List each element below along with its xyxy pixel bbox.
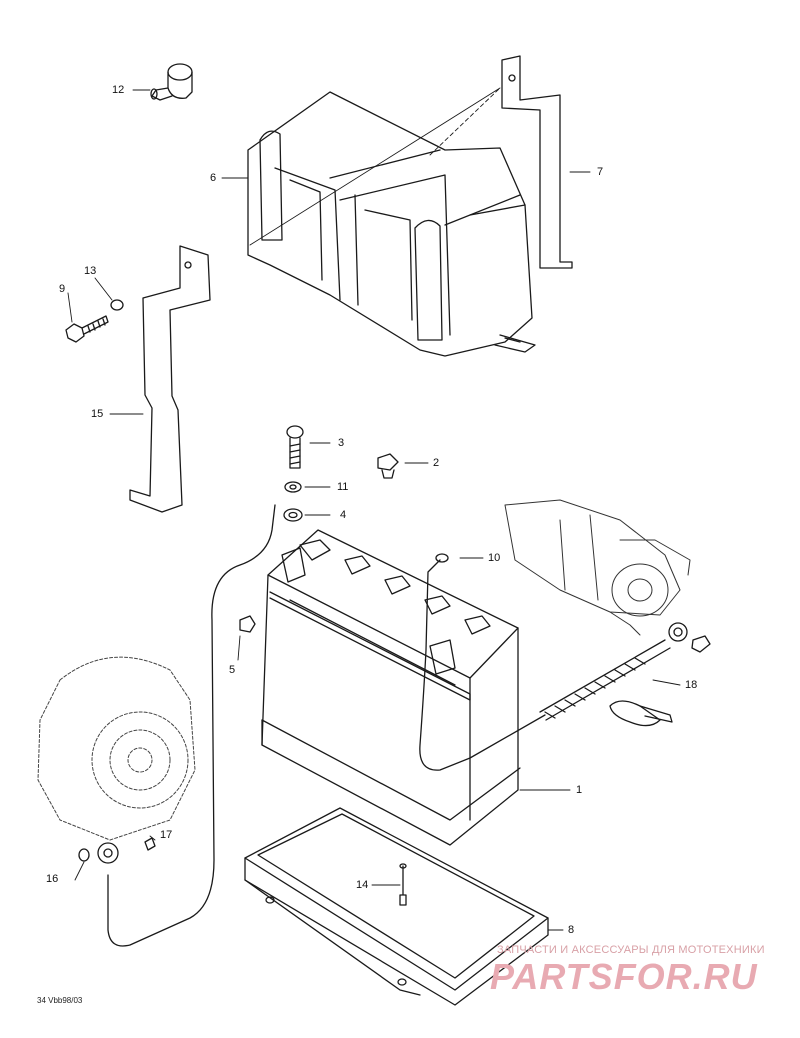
leader-lines [67,87,681,931]
callout-7: 7 [597,166,604,178]
callout-5: 5 [229,664,236,676]
side-bracket-part [129,245,211,513]
drain-clip-part [639,705,673,723]
callout-4: 4 [340,509,347,521]
callout-9: 9 [59,283,66,295]
callout-13: 13 [84,265,97,277]
starter-cable-part [539,622,711,727]
callout-1: 1 [576,784,583,796]
starter-motor-part [504,499,691,636]
callout-3: 3 [338,437,345,449]
callout-17: 17 [160,829,173,841]
bolt-washer-part [65,299,124,343]
callout-8: 8 [568,924,575,936]
callout-12: 12 [112,84,125,96]
rear-bracket-part [501,55,573,269]
callout-6: 6 [210,172,217,184]
callout-2: 2 [433,457,440,469]
battery-cover-part [247,91,536,357]
callout-10: 10 [488,552,501,564]
watermark-tagline: ЗАПЧАСТИ И АКСЕССУАРЫ ДЛЯ МОТОТЕХНИКИ [497,944,765,956]
positive-cable-part [419,553,546,771]
callout-16: 16 [46,873,59,885]
callout-11: 11 [337,481,349,493]
callout-18: 18 [685,679,698,691]
battery-tray-part [244,807,549,1006]
callout-14: 14 [356,879,369,891]
engine-housing-part [37,656,196,841]
vent-cap-part [150,63,193,101]
ground-cable-part [78,504,276,947]
callout-15: 15 [91,408,104,420]
terminal-hardware-part [239,425,399,633]
figure-code: 34 Vbb98/03 [37,996,83,1005]
watermark-logo: PARTSFOR.RU [490,956,758,997]
battery-part [261,529,521,846]
